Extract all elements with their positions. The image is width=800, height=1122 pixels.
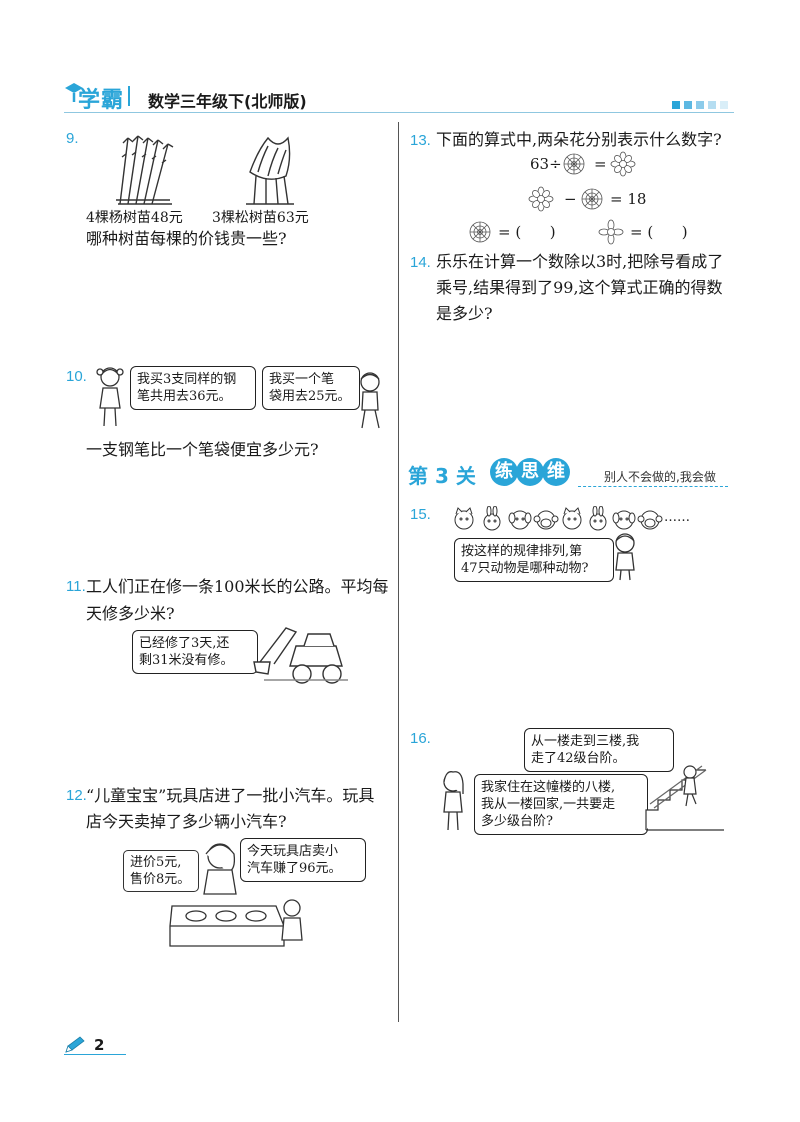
flower-b-icon — [598, 219, 624, 245]
header-rule — [64, 112, 734, 113]
question-number: 11. — [66, 578, 86, 595]
speech-bubble-shopkeeper: 今天玩具店卖小 汽车赚了96元。 — [240, 838, 366, 882]
bubble-line: 我买3支同样的钢 — [137, 372, 237, 387]
bubble-line: 我从一楼回家,一共要走 — [481, 797, 616, 812]
question-text: 哪种树苗每棵的价钱贵一些? — [86, 229, 287, 248]
question-line-1: 工人们正在修一条100米长的公路。平均每 — [86, 577, 389, 596]
poplar-saplings-illustration — [116, 135, 174, 205]
equation-result: = 18 — [610, 190, 647, 208]
question-number: 9. — [66, 130, 79, 147]
flower-b-icon — [528, 186, 554, 212]
toy-shop-illustration — [169, 843, 303, 947]
box-line: 进价5元, — [130, 855, 182, 870]
speech-bubble-girl: 按这样的规律排列,第 47只动物是哪种动物? — [454, 538, 614, 582]
bubble-line: 今天玩具店卖小 — [247, 844, 339, 859]
question-line-1: 乐乐在计算一个数除以3时,把除号看成了 — [436, 252, 724, 271]
rabbit-icon — [589, 506, 607, 531]
question-number: 13. — [410, 132, 431, 149]
question-number: 10. — [66, 368, 87, 385]
flower-a-icon — [581, 188, 603, 210]
section-badge-3: 维 — [542, 458, 570, 486]
question-text: 下面的算式中,两朵花分别表示什么数字? — [436, 130, 722, 149]
excavator-illustration — [253, 627, 348, 684]
header-squares — [672, 101, 734, 109]
column-divider — [398, 122, 399, 1022]
flower-a-icon — [469, 221, 491, 243]
header: 学霸 数学三年级下(北师版) — [0, 0, 800, 120]
bubble-line: 我家住在这幢楼的八楼, — [481, 780, 616, 795]
girl-illustration — [96, 367, 124, 427]
book-title: 数学三年级下(北师版) — [148, 92, 307, 111]
question-number: 14. — [410, 254, 431, 271]
question-line-1: “儿童宝宝”玩具店进了一批小汽车。玩具 — [86, 786, 375, 805]
question-number: 12. — [66, 787, 87, 804]
question-line-3: 是多少? — [436, 304, 493, 323]
section-underline — [578, 486, 728, 487]
question-line-2: 天修多少米? — [86, 604, 175, 623]
page-number: 2 — [94, 1036, 105, 1054]
animal-sequence — [454, 506, 663, 531]
monkey-icon — [637, 510, 663, 530]
pine-saplings-illustration — [246, 136, 294, 205]
equation-text: 63÷ — [530, 155, 562, 173]
pine-price-label: 3棵松树苗63元 — [212, 210, 309, 226]
logo-text: 学霸 — [78, 88, 125, 113]
answer-row: = ( ) = ( ) — [468, 219, 718, 246]
section-title: 第 3 关 — [408, 464, 476, 488]
question-number: 16. — [410, 730, 431, 747]
speech-bubble-worker: 已经修了3天,还 剩31米没有修。 — [132, 630, 258, 674]
speech-bubble-boy: 我买一个笔 袋用去25元。 — [262, 366, 360, 410]
bubble-line: 走了42级台阶。 — [531, 751, 626, 766]
bubble-line: 按这样的规律排列,第 — [461, 544, 583, 559]
question-line-2: 乘号,结果得到了99,这个算式正确的得数 — [436, 278, 723, 297]
speech-bubble-girl: 我家住在这幢楼的八楼, 我从一楼回家,一共要走 多少级台阶? — [474, 774, 648, 835]
logo: 学霸 — [64, 78, 126, 114]
girl-illustration — [443, 771, 464, 831]
rabbit-icon — [483, 506, 501, 531]
minus-sign: − — [564, 190, 577, 208]
box-line: 售价8元。 — [130, 872, 191, 887]
girl-illustration — [615, 533, 635, 581]
answer-blank-b[interactable]: = ( ) — [630, 223, 688, 241]
staircase-illustration — [645, 765, 724, 831]
pencil-icon — [65, 1036, 85, 1053]
bubble-line: 笔共用去36元。 — [137, 389, 232, 404]
question-line-2: 店今天卖掉了多少辆小汽车? — [86, 812, 287, 831]
equals-sign: = — [594, 155, 607, 173]
bubble-line: 我买一个笔 — [269, 372, 335, 387]
logo-divider — [128, 86, 130, 106]
poplar-price-label: 4棵杨树苗48元 — [86, 210, 183, 226]
bubble-line: 47只动物是哪种动物? — [461, 561, 589, 576]
footer-rule — [64, 1054, 126, 1055]
price-box: 进价5元, 售价8元。 — [123, 850, 199, 892]
bubble-line: 已经修了3天,还 — [139, 636, 230, 651]
bubble-line: 剩31米没有修。 — [139, 653, 234, 668]
graduation-cap-icon — [65, 83, 83, 102]
flower-b-icon — [610, 151, 636, 177]
boy-illustration — [360, 372, 380, 429]
ellipsis: …… — [664, 510, 690, 525]
answer-blank-a[interactable]: = ( ) — [498, 223, 556, 241]
section-header: 第 3 关 练 思 维 别人不会做的,我会做 — [408, 456, 738, 492]
monkey-icon — [533, 510, 559, 530]
speech-bubble-girl: 我买3支同样的钢 笔共用去36元。 — [130, 366, 256, 410]
question-text: 一支钢笔比一个笔袋便宜多少元? — [86, 440, 319, 459]
section-badge-1: 练 — [490, 458, 518, 486]
bubble-line: 汽车赚了96元。 — [247, 861, 342, 876]
cat-icon — [562, 507, 582, 530]
bubble-line: 多少级台阶? — [481, 814, 553, 829]
footer: 2 — [64, 1034, 134, 1058]
dog-icon — [508, 510, 532, 530]
cat-icon — [454, 507, 474, 530]
section-badge-2: 思 — [516, 458, 544, 486]
dog-icon — [612, 510, 636, 530]
bubble-line: 从一楼走到三楼,我 — [531, 734, 640, 749]
flower-a-icon — [563, 153, 585, 175]
speech-bubble-climber: 从一楼走到三楼,我 走了42级台阶。 — [524, 728, 674, 772]
question-number: 15. — [410, 506, 431, 523]
section-slogan: 别人不会做的,我会做 — [604, 470, 716, 484]
bubble-line: 袋用去25元。 — [269, 389, 351, 404]
